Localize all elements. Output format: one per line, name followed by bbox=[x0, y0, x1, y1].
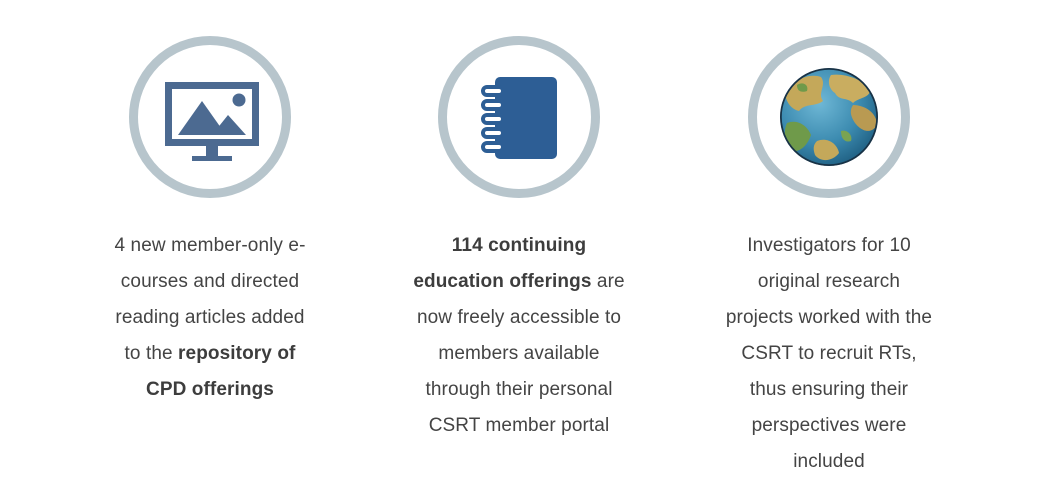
caption-line: CPD offerings bbox=[146, 379, 274, 400]
caption-line: now freely accessible to bbox=[416, 307, 622, 328]
caption-line: education offerings are bbox=[413, 271, 625, 292]
caption-line: Investigators for 10 bbox=[747, 235, 911, 256]
icon-ring bbox=[748, 36, 910, 198]
stat-caption: Investigators for 10 original research p… bbox=[699, 228, 959, 480]
caption-line: original research bbox=[757, 271, 901, 292]
caption-line: to the repository of bbox=[124, 343, 296, 364]
caption-line: reading articles added bbox=[115, 307, 305, 328]
caption-line: courses and directed bbox=[120, 271, 300, 292]
caption-line: projects worked with the bbox=[725, 307, 933, 328]
globe-icon bbox=[780, 68, 878, 166]
icon-ring bbox=[438, 36, 600, 198]
caption-line: members available bbox=[438, 343, 600, 364]
caption-line: CSRT to recruit RTs, bbox=[741, 343, 917, 364]
caption-line: perspectives were bbox=[751, 415, 907, 436]
notebook-icon bbox=[481, 77, 557, 159]
caption-line: thus ensuring their bbox=[749, 379, 909, 400]
monitor-image-icon bbox=[165, 82, 259, 161]
caption-line: 4 new member-only e- bbox=[114, 235, 306, 256]
caption-line: 114 continuing bbox=[451, 235, 587, 256]
stat-caption: 114 continuing education offerings are n… bbox=[389, 228, 649, 444]
caption-line: CSRT member portal bbox=[428, 415, 610, 436]
icon-ring bbox=[129, 36, 291, 198]
caption-line: included bbox=[793, 451, 865, 472]
caption-line: through their personal bbox=[425, 379, 613, 400]
stat-caption: 4 new member-only e- courses and directe… bbox=[80, 228, 340, 408]
